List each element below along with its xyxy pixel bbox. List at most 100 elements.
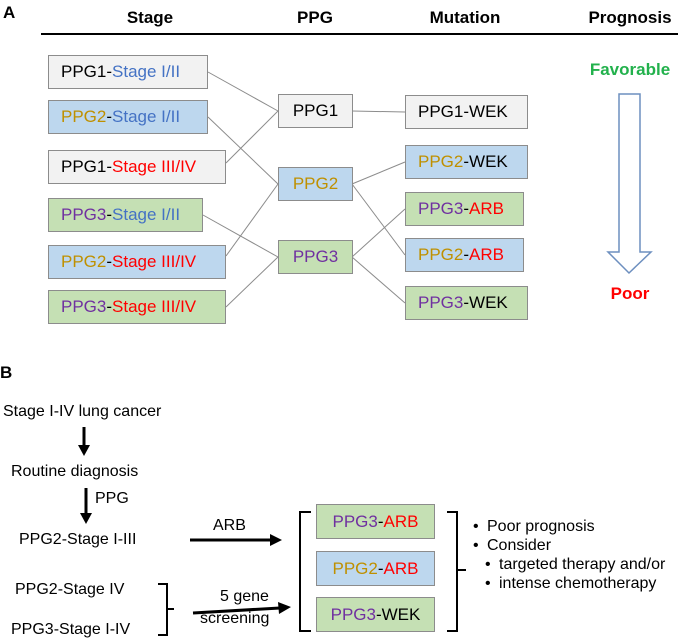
stage-label: Stage III/IV [112, 297, 197, 316]
flow-label-arb: ARB [213, 517, 246, 534]
connector-ppg2-stage34-to-ppg2 [225, 183, 279, 257]
separator: - [106, 252, 113, 271]
separator: - [463, 152, 470, 171]
ppg-group-label: PPG2 [61, 252, 107, 271]
mutation-box: PPG3-ARB [405, 192, 524, 226]
separator: - [106, 297, 113, 316]
flow-label-5-gene: 5 gene [220, 588, 269, 605]
ppg-group-label: PPG3 [418, 293, 464, 312]
prognosis-down-arrow [606, 93, 653, 275]
ppg-group-label: PPG2 [418, 152, 464, 171]
connector-ppg2-stage12-to-ppg2 [207, 116, 279, 185]
separator: - [375, 604, 382, 624]
ppg-group-label: PPG1 [61, 157, 107, 176]
flow-label-screening: screening [200, 610, 270, 627]
mutation-box: PPG3-WEK [405, 286, 528, 320]
flow-label-ppg: PPG [95, 490, 129, 507]
stage-box: PPG3-Stage III/IV [48, 290, 226, 324]
mutation-label: ARB [383, 558, 419, 578]
stage-label: Stage I/II [112, 205, 181, 224]
results-left-bracket [299, 511, 311, 632]
outcome-subitem: targeted therapy and/or [473, 555, 665, 574]
ppg-box-ppg2: PPG2 [278, 167, 353, 201]
ppg-group-label: PPG1 [418, 102, 464, 121]
connector-ppg3-to-ppg3-arb [351, 208, 406, 258]
ppg-group-label: PPG3 [61, 297, 107, 316]
stage-label: Stage I/II [112, 107, 181, 126]
result-box: PPG2-ARB [316, 551, 435, 586]
separator: - [106, 205, 113, 224]
ppg-group-label: PPG2 [332, 558, 378, 578]
flow-arrowhead-5-gene-screening [278, 602, 291, 614]
ppg-group-label: PPG3 [61, 205, 107, 224]
flow-arrowhead-routine-to-branch [80, 513, 92, 524]
mutation-label: ARB [383, 511, 419, 531]
separator: - [463, 102, 470, 121]
ppg-group-label: PPG3 [418, 199, 464, 218]
mutation-label: WEK [469, 293, 508, 312]
prognosis-poor-label: Poor [610, 284, 650, 303]
separator: - [463, 245, 470, 264]
result-box: PPG3-ARB [316, 504, 435, 539]
result-box: PPG3-WEK [316, 597, 435, 632]
panel-b-label: B [0, 363, 13, 382]
stage-box: PPG2-Stage I/II [48, 100, 208, 134]
flow-branch-ppg2-stage-i-iii: PPG2-Stage I-III [19, 531, 137, 548]
mutation-box: PPG2-ARB [405, 238, 524, 272]
flow-branch-ppg3-stage-i-iv: PPG3-Stage I-IV [11, 621, 131, 638]
column-header-ppg: PPG [297, 8, 333, 27]
results-right-bracket [447, 511, 466, 632]
connector-ppg3-to-ppg3-wek [351, 256, 406, 304]
flow-branch-ppg2-stage-iv: PPG2-Stage IV [15, 581, 125, 598]
outcome-subitem: intense chemotherapy [473, 574, 665, 593]
flow-arrow-5-gene-screening [192, 606, 281, 615]
connector-ppg1-to-ppg1-wek [351, 110, 406, 113]
column-header-mutation: Mutation [429, 8, 501, 27]
panel-a-label: A [3, 3, 16, 22]
outcome-list: Poor prognosis Consider targeted therapy… [473, 517, 665, 593]
ppg-group-label: PPG3 [332, 511, 378, 531]
separator: - [106, 107, 113, 126]
separator: - [377, 558, 384, 578]
flow-step-routine-diagnosis: Routine diagnosis [11, 463, 139, 480]
outcome-item: Consider [473, 536, 665, 555]
separator: - [463, 199, 470, 218]
ppg-group-label: PPG3 [330, 604, 376, 624]
column-header-stage: Stage [126, 8, 174, 27]
separator: - [106, 157, 113, 176]
ppg-group-label: PPG2 [61, 107, 107, 126]
stage-box: PPG1-Stage I/II [48, 55, 208, 89]
mutation-label: ARB [469, 199, 504, 218]
stage-label: Stage I/II [112, 62, 181, 81]
ppg-group-label: PPG1 [61, 62, 107, 81]
connector-ppg3-stage34-to-ppg3 [225, 256, 279, 308]
flow-step-stage-i-iv-lung-cancer: Stage I-IV lung cancer [3, 403, 162, 420]
stage-label: Stage III/IV [112, 252, 197, 271]
stage-box: PPG1-Stage III/IV [48, 150, 226, 184]
ppg-box-ppg3: PPG3 [278, 240, 353, 274]
separator: - [463, 293, 470, 312]
branch2-bracket [158, 583, 174, 636]
mutation-label: WEK [381, 604, 421, 624]
mutation-box: PPG2-WEK [405, 145, 528, 179]
stage-box: PPG2-Stage III/IV [48, 245, 226, 279]
stage-label: Stage III/IV [112, 157, 197, 176]
prognosis-favorable-label: Favorable [589, 60, 671, 79]
mutation-label: WEK [469, 152, 508, 171]
column-header-prognosis: Prognosis [588, 8, 672, 27]
mutation-label: ARB [469, 245, 504, 264]
connector-ppg1-stage12-to-ppg1 [207, 71, 279, 112]
ppg-box-ppg1: PPG1 [278, 94, 353, 128]
mutation-box: PPG1-WEK [405, 95, 528, 129]
connector-ppg2-to-ppg2-wek [351, 161, 406, 185]
connector-ppg1-stage34-to-ppg1 [225, 110, 279, 164]
stage-box: PPG3-Stage I/II [48, 198, 203, 232]
connector-ppg2-to-ppg2-arb [351, 183, 406, 256]
separator: - [106, 62, 113, 81]
outcome-item: Poor prognosis [473, 517, 665, 536]
flow-arrowhead-arb [270, 534, 282, 546]
mutation-label: WEK [469, 102, 508, 121]
flow-arrowhead-stage-to-routine [78, 445, 90, 456]
ppg-group-label: PPG2 [418, 245, 464, 264]
